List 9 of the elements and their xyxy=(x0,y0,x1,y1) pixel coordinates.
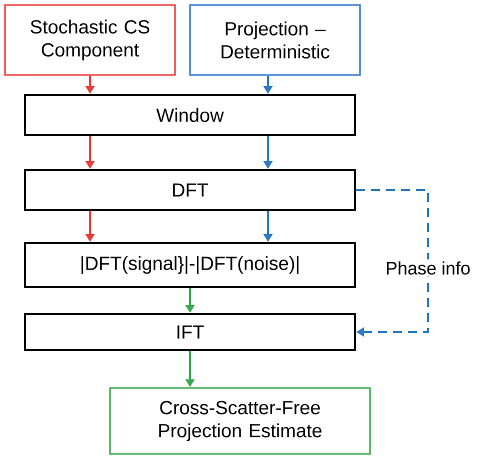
process-box: IFT xyxy=(24,313,356,351)
edge-label: Phase info xyxy=(383,259,473,277)
dashed-arrow xyxy=(356,189,429,337)
output-box: Cross-Scatter-Free Projection Estimate xyxy=(109,387,371,455)
process-box: DFT xyxy=(24,169,356,211)
process-box: |DFT(signal}|-|DFT(noise)| xyxy=(24,242,356,288)
process-box: Window xyxy=(24,94,356,136)
component-box: Projection – Deterministic xyxy=(189,4,361,76)
component-box: Stochastic CS Component xyxy=(4,4,176,76)
